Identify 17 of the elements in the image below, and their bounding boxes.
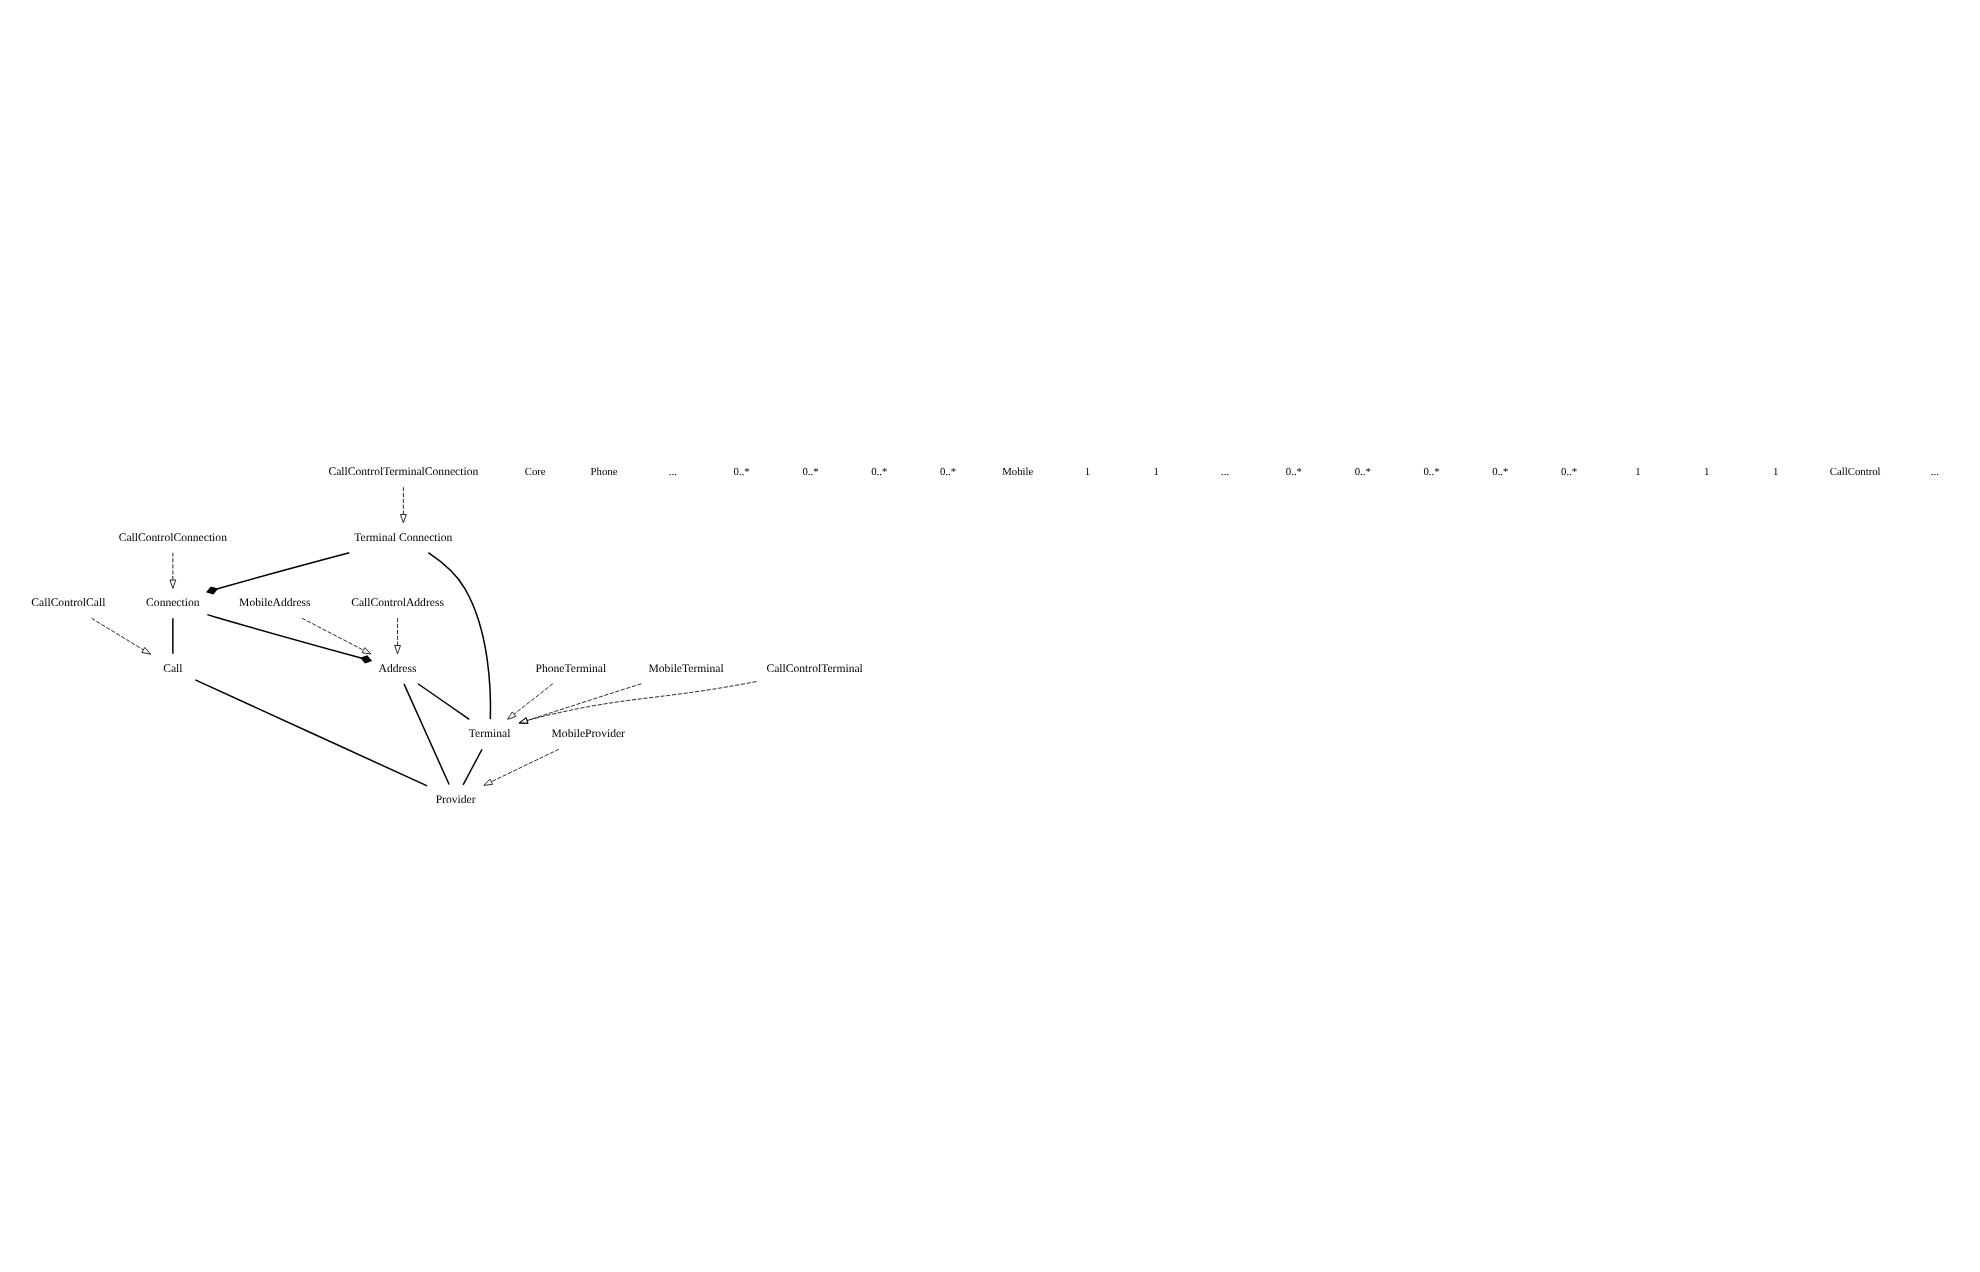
- connector: [403, 683, 450, 786]
- connector: [172, 617, 174, 655]
- connector: [417, 683, 470, 721]
- connector: [427, 551, 492, 720]
- connector: [206, 613, 373, 664]
- arrow: [301, 617, 372, 655]
- arrow: [91, 617, 151, 655]
- arrow: [483, 748, 560, 786]
- connector: [194, 679, 428, 787]
- arrow: [518, 681, 757, 724]
- connector: [462, 748, 483, 786]
- arrow: [394, 617, 401, 655]
- arrow: [400, 486, 407, 524]
- arrow: [518, 683, 642, 724]
- connector: [206, 551, 351, 595]
- arrow: [507, 683, 554, 720]
- arrow: [169, 552, 177, 589]
